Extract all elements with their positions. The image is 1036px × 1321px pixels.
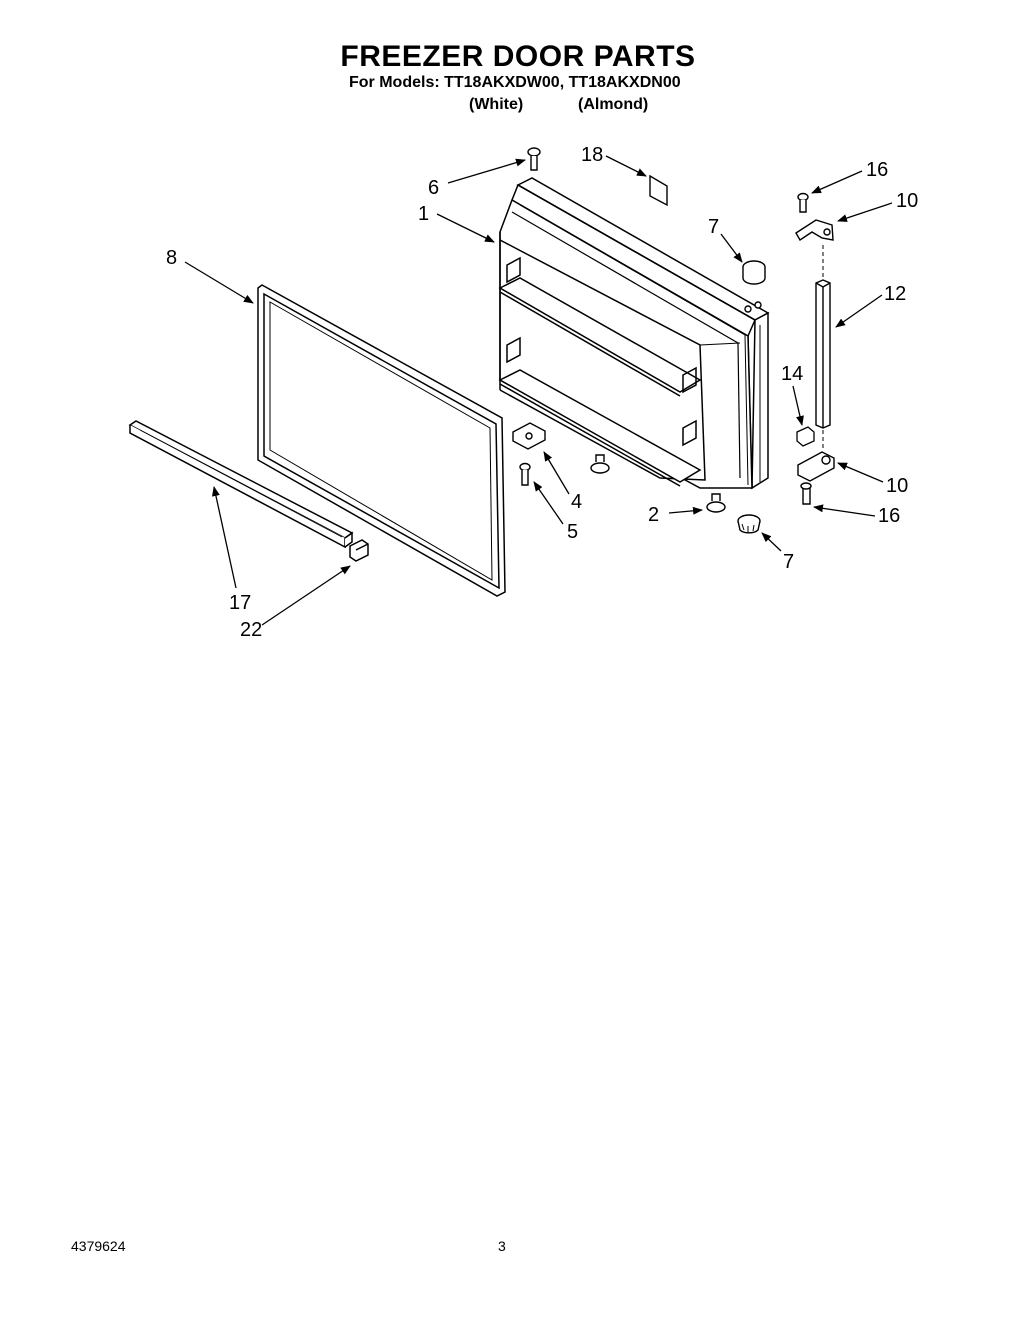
plug-button-top xyxy=(742,260,766,313)
hinge-top xyxy=(795,192,834,241)
callout-22: 22 xyxy=(240,619,262,641)
screw-top xyxy=(527,147,541,171)
callout-16-top: 16 xyxy=(866,159,888,181)
end-cap xyxy=(349,539,369,562)
callout-2: 2 xyxy=(648,504,659,526)
hinge-bottom xyxy=(797,451,835,505)
callout-7-bottom: 7 xyxy=(783,551,794,573)
callouts: 6 18 1 7 16 10 8 12 14 4 10 2 16 5 7 17 … xyxy=(166,144,918,641)
shim xyxy=(796,426,815,447)
trim-strip xyxy=(128,420,354,549)
door-stop-bracket xyxy=(512,422,546,486)
callout-10-top: 10 xyxy=(896,190,918,212)
callout-4: 4 xyxy=(571,491,582,513)
label-sticker xyxy=(649,174,668,207)
hinge-bar xyxy=(815,279,831,429)
door-liner xyxy=(498,177,770,490)
models-line: For Models: TT18AKXDW00, TT18AKXDN00 xyxy=(349,74,681,91)
spacer-right xyxy=(706,493,726,513)
callout-8: 8 xyxy=(166,247,177,269)
callout-14: 14 xyxy=(781,363,803,385)
callout-18: 18 xyxy=(581,144,603,166)
leader-lines xyxy=(184,155,893,626)
callout-1: 1 xyxy=(418,203,429,225)
callout-16-bottom: 16 xyxy=(878,505,900,527)
callout-7-top: 7 xyxy=(708,216,719,238)
document-number: 4379624 xyxy=(71,1238,126,1254)
page-title: FREEZER DOOR PARTS xyxy=(340,40,696,73)
door-gasket xyxy=(257,284,506,597)
page-number: 3 xyxy=(498,1238,506,1254)
callout-17: 17 xyxy=(229,592,251,614)
spacer-left xyxy=(590,454,610,474)
color-white-label: (White) xyxy=(469,96,524,113)
plug-button-bottom xyxy=(737,514,761,534)
callout-6: 6 xyxy=(428,177,439,199)
callout-10-bottom: 10 xyxy=(886,475,908,497)
callout-5: 5 xyxy=(567,521,578,543)
color-almond-label: (Almond) xyxy=(578,96,649,113)
callout-12: 12 xyxy=(884,283,906,305)
